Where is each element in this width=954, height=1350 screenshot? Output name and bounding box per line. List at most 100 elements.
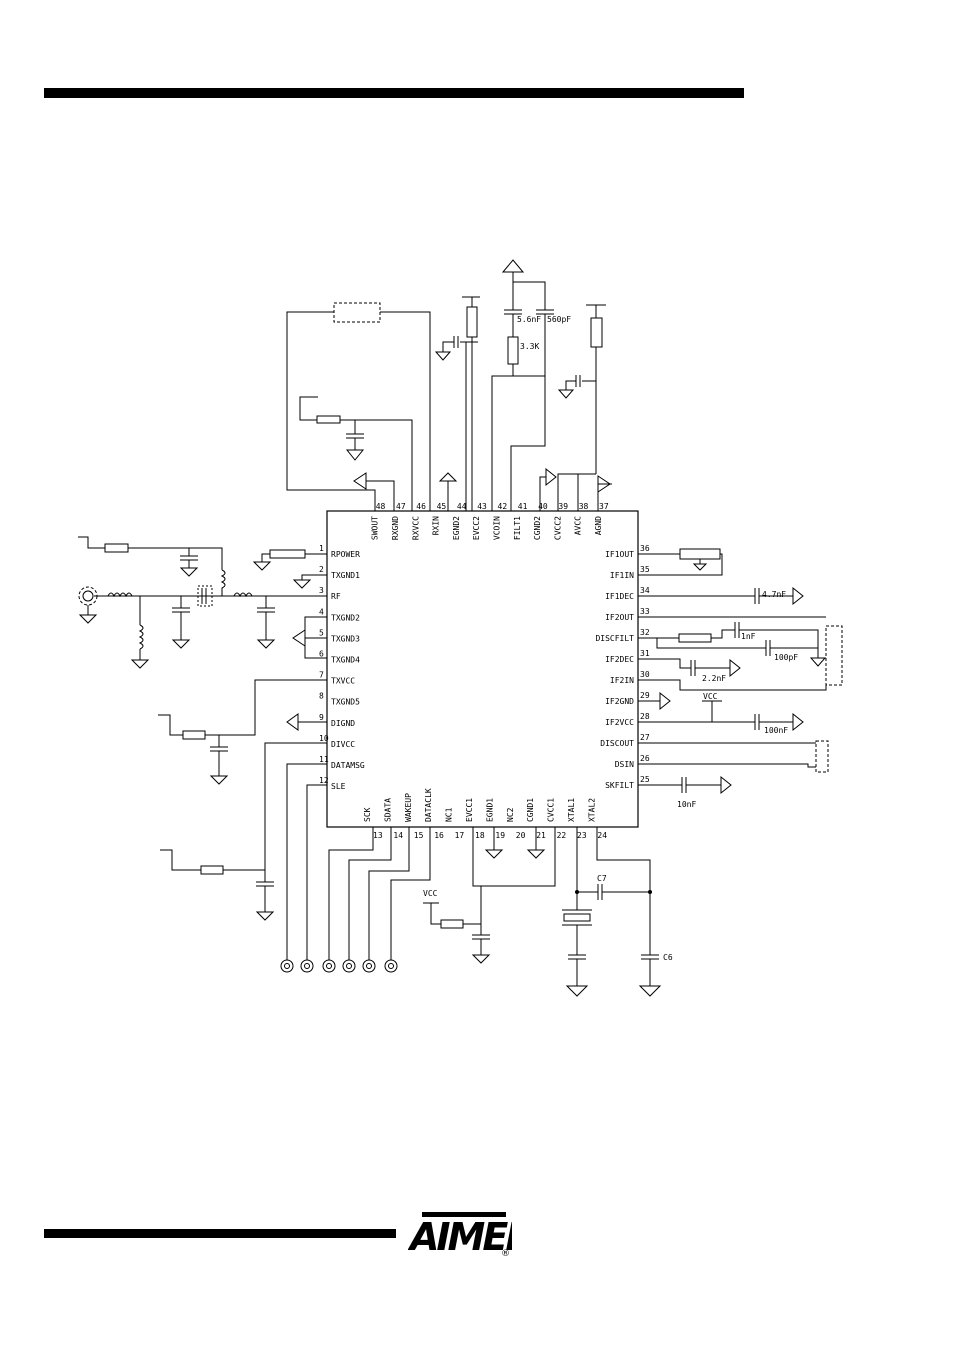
header-rule [44,88,744,98]
pin-name: TXGND1 [331,571,360,580]
pin-name: SWOUT [371,516,380,540]
label-c7: C7 [597,874,607,883]
pin-number: 39 [558,502,568,511]
pin-name: EVCC2 [472,516,481,540]
pin-number: 15 [414,831,424,840]
pin-name: SKFILT [605,781,634,790]
pin-name: IF2OUT [605,613,634,622]
pin-number: 30 [640,670,650,679]
pin-number: 38 [579,502,589,511]
pin-name: WAKEUP [404,793,413,822]
pin-name: DISCOUT [600,739,634,748]
pin-number: 48 [376,502,386,511]
pin-name: NC2 [506,807,515,822]
pin-name: SLE [331,782,346,791]
pin-number: 11 [319,755,329,764]
pin-labels-right: 25SKFILT26DSIN27DISCOUT28IF2VCC29IF2GND3… [595,544,649,790]
pin-number: 31 [640,649,650,658]
pin-number: 16 [434,831,444,840]
pin-number: 40 [538,502,548,511]
pin-number: 37 [599,502,609,511]
pin-name: IF1IN [610,571,634,580]
pin-number: 26 [640,754,650,763]
pin-name: CGND2 [533,516,542,540]
label-vcc-bottom: VCC [423,889,438,898]
atmel-logo: AIMEL ® [408,1212,512,1258]
pin-name: EGND2 [452,516,461,540]
label-vcc-right: VCC [703,692,718,701]
pin-name: RPOWER [331,550,360,559]
pin-name: EVCC1 [465,798,474,822]
pin-number: 36 [640,544,650,553]
pin-name: DSIN [615,760,634,769]
pin-number: 21 [536,831,546,840]
pin-name: TXGND4 [331,656,360,665]
pin-number: 9 [319,713,324,722]
pin-name: IF2IN [610,676,634,685]
pin-number: 2 [319,565,324,574]
pin-number: 18 [475,831,485,840]
pin-number: 14 [393,831,403,840]
pin-name: EGND1 [485,798,494,822]
pin-labels-left: 1RPOWER2TXGND13RF4TXGND25TXGND36TXGND47T… [319,544,365,791]
pin-number: 35 [640,565,650,574]
pin-name: DIVCC [331,740,355,749]
label-10n: 10nF [677,800,696,809]
pin-name: IF2VCC [605,718,634,727]
pin-number: 45 [437,502,447,511]
pin-name: RF [331,592,341,601]
pin-name: IF1OUT [605,550,634,559]
pin-number: 20 [516,831,526,840]
label-100p: 100pF [774,653,798,662]
pin-name: DIGND [331,719,355,728]
pin-name: DISCFILT [595,634,634,643]
pin-name: CVCC1 [547,798,556,822]
pin-number: 3 [319,586,324,595]
pin-labels-top: 37AGND38AVCC39CVCC240CGND241FILT142VCOIN… [371,502,609,540]
pin-name: AVCC [574,516,583,535]
pin-number: 27 [640,733,650,742]
pin-number: 17 [455,831,465,840]
pin-name: IF1DEC [605,592,634,601]
pin-number: 42 [498,502,508,511]
pin-number: 41 [518,502,528,511]
label-3k3: 3.3K [520,342,539,351]
right-dashed-connector [815,740,829,773]
pin-name: TXGND5 [331,698,360,707]
pin-number: 44 [457,502,467,511]
swout-dashed-component [333,302,381,323]
label-1n: 1nF [741,632,756,641]
label-4n7: 4.7nF [762,590,786,599]
label-100n: 100nF [764,726,788,735]
pin-number: 33 [640,607,650,616]
pin-name: NC1 [445,807,454,822]
pin-number: 6 [319,650,324,659]
logo-registered: ® [501,1249,510,1258]
label-5n6: 5.6nF [517,315,541,324]
pin-name: TXGND2 [331,613,360,622]
right-dashed-filter [825,625,843,686]
pin-number: 23 [577,831,587,840]
pin-name: XTAL1 [567,798,576,822]
pin-number: 25 [640,775,650,784]
pin-name: VCOIN [493,516,502,540]
pin-number: 47 [396,502,406,511]
pin-number: 7 [319,671,324,680]
pin-name: CVCC2 [553,516,562,540]
pin-name: DATACLK [424,788,433,822]
footer-rule [44,1229,396,1238]
pin-number: 28 [640,712,650,721]
pin-number: 12 [319,776,329,785]
pin-number: 5 [319,628,324,637]
pin-number: 43 [477,502,487,511]
pin-name: FILT1 [513,516,522,540]
pin-number: 8 [319,692,324,701]
pin-number: 34 [640,586,650,595]
pin-number: 24 [597,831,607,840]
pin-name: TXVCC [331,677,355,686]
pin-name: SCK [363,807,372,822]
pin-name: CGND1 [526,798,535,822]
pin-name: RXVCC [411,516,420,540]
pin-name: XTAL2 [587,798,596,822]
